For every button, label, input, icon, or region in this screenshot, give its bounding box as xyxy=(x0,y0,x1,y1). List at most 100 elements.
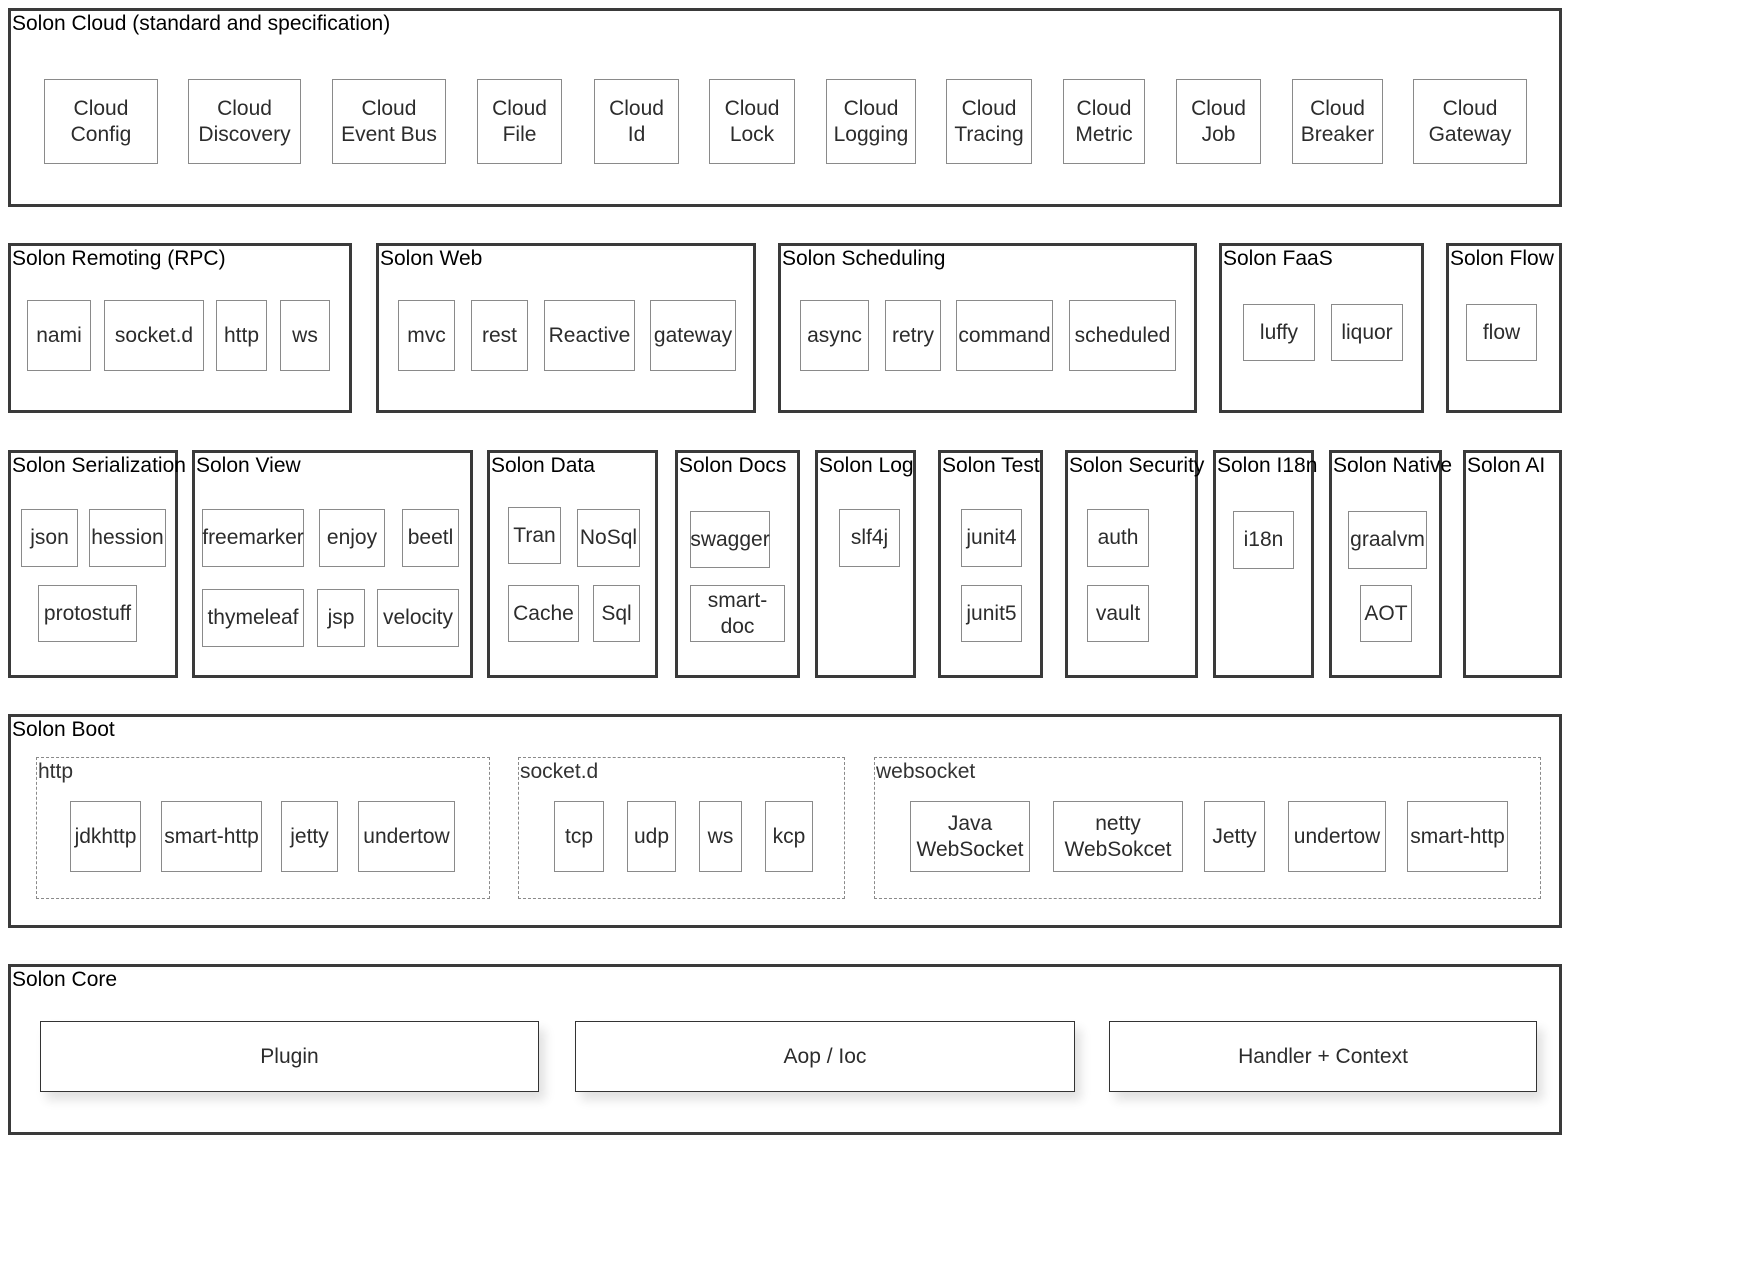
node-cloud-tracing[interactable]: Cloud Tracing xyxy=(946,79,1032,164)
group-title: Solon I18n xyxy=(1217,454,1318,477)
node-cache[interactable]: Cache xyxy=(508,585,579,642)
node-socket-d[interactable]: socket.d xyxy=(104,300,204,371)
node-smart-doc[interactable]: smart-doc xyxy=(690,585,785,642)
node-velocity[interactable]: velocity xyxy=(377,589,459,647)
group-solon-scheduling: Solon Scheduling xyxy=(778,243,1197,413)
node-beetl[interactable]: beetl xyxy=(402,509,459,567)
node-aot[interactable]: AOT xyxy=(1360,585,1412,642)
group-solon-view: Solon View xyxy=(192,450,473,678)
group-title: Solon Docs xyxy=(679,454,787,477)
node-gateway[interactable]: gateway xyxy=(650,300,736,371)
node-protostuff[interactable]: protostuff xyxy=(38,585,137,642)
group-title: Solon Boot xyxy=(12,718,115,741)
group-solon-remoting: Solon Remoting (RPC) xyxy=(8,243,352,413)
node-sql[interactable]: Sql xyxy=(593,585,640,642)
node-json[interactable]: json xyxy=(21,509,78,567)
node-thymeleaf[interactable]: thymeleaf xyxy=(202,589,304,647)
node-jdkhttp[interactable]: jdkhttp xyxy=(70,801,141,872)
group-solon-security: Solon Security xyxy=(1065,450,1204,678)
node-cloud-event-bus[interactable]: Cloud Event Bus xyxy=(332,79,446,164)
group-solon-data: Solon Data xyxy=(487,450,658,678)
node-cloud-metric[interactable]: Cloud Metric xyxy=(1063,79,1145,164)
node-auth[interactable]: auth xyxy=(1087,509,1149,567)
node-cloud-config[interactable]: Cloud Config xyxy=(44,79,158,164)
node-cloud-lock[interactable]: Cloud Lock xyxy=(709,79,795,164)
group-title: Solon View xyxy=(196,454,301,477)
node-enjoy[interactable]: enjoy xyxy=(319,509,385,567)
group-title: Solon Native xyxy=(1333,454,1453,477)
node-reactive[interactable]: Reactive xyxy=(544,300,635,371)
node-slf4j[interactable]: slf4j xyxy=(839,509,900,567)
group-title: Solon Scheduling xyxy=(782,247,946,270)
node-cloud-breaker[interactable]: Cloud Breaker xyxy=(1292,79,1383,164)
node-aop-ioc[interactable]: Aop / Ioc xyxy=(575,1021,1075,1092)
node-kcp[interactable]: kcp xyxy=(765,801,813,872)
subgroup-title: http xyxy=(38,760,74,783)
node-undertow[interactable]: undertow xyxy=(358,801,455,872)
group-title: Solon Test xyxy=(942,454,1040,477)
node-udp[interactable]: udp xyxy=(627,801,676,872)
node-hession[interactable]: hession xyxy=(89,509,166,567)
node-mvc[interactable]: mvc xyxy=(398,300,455,371)
node-jetty[interactable]: jetty xyxy=(281,801,338,872)
group-solon-serialization: Solon Serialization xyxy=(8,450,186,678)
node-cloud-job[interactable]: Cloud Job xyxy=(1176,79,1261,164)
subgroup-title: socket.d xyxy=(520,760,599,783)
node-flow[interactable]: flow xyxy=(1466,304,1537,361)
group-title: Solon FaaS xyxy=(1223,247,1333,270)
node-cloud-file[interactable]: Cloud File xyxy=(477,79,562,164)
node-graalvm[interactable]: graalvm xyxy=(1348,511,1427,569)
node-tcp[interactable]: tcp xyxy=(554,801,604,872)
node-rest[interactable]: rest xyxy=(471,300,528,371)
node-cloud-id[interactable]: Cloud Id xyxy=(594,79,679,164)
group-title: Solon Data xyxy=(491,454,595,477)
node-plugin[interactable]: Plugin xyxy=(40,1021,539,1092)
node-cloud-gateway[interactable]: Cloud Gateway xyxy=(1413,79,1527,164)
group-solon-faas: Solon FaaS xyxy=(1219,243,1424,413)
group-solon-core: Solon Core xyxy=(8,964,1562,1135)
node-luffy[interactable]: luffy xyxy=(1243,304,1315,361)
node-async[interactable]: async xyxy=(800,300,869,371)
group-solon-test: Solon Test xyxy=(938,450,1043,678)
group-title: Solon Flow xyxy=(1450,247,1554,270)
group-solon-cloud: Solon Cloud (standard and specification) xyxy=(8,8,1562,207)
node-cloud-discovery[interactable]: Cloud Discovery xyxy=(188,79,301,164)
node-ws[interactable]: ws xyxy=(699,801,742,872)
group-solon-log: Solon Log xyxy=(815,450,916,678)
node-junit5[interactable]: junit5 xyxy=(961,585,1022,642)
group-solon-ai: Solon AI xyxy=(1463,450,1562,678)
group-title: Solon Web xyxy=(380,247,483,270)
node-retry[interactable]: retry xyxy=(885,300,941,371)
node-tran[interactable]: Tran xyxy=(508,507,561,564)
group-solon-i18n: Solon I18n xyxy=(1213,450,1318,678)
subgroup-websocket: websocket xyxy=(874,757,1541,899)
node-nami[interactable]: nami xyxy=(27,300,91,371)
node-smart-http-ws[interactable]: smart-http xyxy=(1407,801,1508,872)
group-solon-boot: Solon Boot xyxy=(8,714,1562,928)
node-undertow-ws[interactable]: undertow xyxy=(1288,801,1386,872)
node-junit4[interactable]: junit4 xyxy=(961,509,1022,567)
node-swagger[interactable]: swagger xyxy=(690,511,770,568)
node-smart-http[interactable]: smart-http xyxy=(161,801,262,872)
node-freemarker[interactable]: freemarker xyxy=(202,509,304,567)
node-java-websocket[interactable]: Java WebSocket xyxy=(910,801,1030,872)
node-i18n[interactable]: i18n xyxy=(1233,511,1294,569)
node-nosql[interactable]: NoSql xyxy=(577,509,640,567)
subgroup-http: http xyxy=(36,757,490,899)
node-http[interactable]: http xyxy=(216,300,267,371)
group-solon-web: Solon Web xyxy=(376,243,756,413)
node-jsp[interactable]: jsp xyxy=(317,589,365,647)
node-scheduled[interactable]: scheduled xyxy=(1069,300,1176,371)
node-handler-context[interactable]: Handler + Context xyxy=(1109,1021,1537,1092)
node-liquor[interactable]: liquor xyxy=(1331,304,1403,361)
node-vault[interactable]: vault xyxy=(1087,585,1149,642)
subgroup-socket-d: socket.d xyxy=(518,757,845,899)
node-netty-websocket[interactable]: netty WebSokcet xyxy=(1053,801,1183,872)
node-jetty-ws[interactable]: Jetty xyxy=(1204,801,1265,872)
group-solon-flow: Solon Flow xyxy=(1446,243,1562,413)
group-title: Solon Security xyxy=(1069,454,1205,477)
node-command[interactable]: command xyxy=(956,300,1053,371)
node-cloud-logging[interactable]: Cloud Logging xyxy=(826,79,916,164)
group-title: Solon Remoting (RPC) xyxy=(12,247,226,270)
node-ws[interactable]: ws xyxy=(280,300,330,371)
